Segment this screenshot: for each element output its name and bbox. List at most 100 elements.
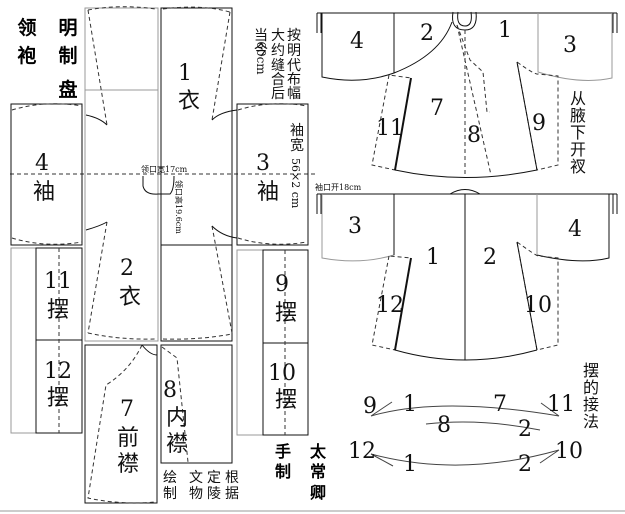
svg-text:盘: 盘 bbox=[58, 78, 77, 101]
svg-text:文: 文 bbox=[189, 470, 203, 486]
svg-text:袍: 袍 bbox=[17, 44, 36, 67]
back-label-12: 12 bbox=[376, 293, 404, 318]
svg-text:领: 领 bbox=[17, 16, 36, 39]
piece-2-number: 2 bbox=[120, 256, 134, 281]
front-label-2: 2 bbox=[420, 21, 434, 46]
joining-8: 8 bbox=[437, 413, 451, 438]
joining-2: 2 bbox=[518, 417, 532, 442]
piece-1-number: 1 bbox=[178, 61, 192, 86]
svg-text:绘: 绘 bbox=[163, 470, 177, 486]
piece-4-number: 4 bbox=[35, 151, 49, 176]
piece-11-name: 摆 bbox=[47, 298, 69, 323]
maker-credit: 太 常 卿 手 制 bbox=[275, 442, 327, 502]
piece-1-name: 衣 bbox=[178, 89, 200, 114]
inner-lapel-piece-8 bbox=[160, 344, 233, 464]
svg-text:袖: 袖 bbox=[290, 123, 304, 139]
svg-text:今: 今 bbox=[254, 43, 268, 59]
svg-text:根: 根 bbox=[225, 470, 239, 486]
svg-text:接: 接 bbox=[583, 395, 599, 414]
hem-joining-diagram bbox=[370, 401, 560, 467]
svg-text:布: 布 bbox=[287, 72, 301, 88]
piece-3-number: 3 bbox=[256, 151, 270, 176]
svg-text:明: 明 bbox=[58, 17, 77, 39]
svg-text:合: 合 bbox=[271, 72, 285, 88]
svg-text:陵: 陵 bbox=[207, 486, 221, 502]
piece-4-name: 袖 bbox=[33, 180, 55, 205]
side-slit-note: 从 腋 下 开 衩 bbox=[570, 89, 586, 176]
svg-text:当: 当 bbox=[254, 28, 268, 44]
back-label-3: 3 bbox=[348, 214, 362, 239]
svg-text:太: 太 bbox=[309, 442, 327, 461]
svg-text:定: 定 bbox=[207, 470, 221, 486]
collar-width-note: 领口宽17cm bbox=[141, 164, 188, 174]
svg-text:制: 制 bbox=[275, 462, 291, 481]
back-view-garment bbox=[316, 189, 618, 361]
collar-height-note: 领口高19.6cm bbox=[174, 180, 184, 234]
piece-12-number: 12 bbox=[44, 359, 72, 384]
piece-8-name: 内 bbox=[166, 406, 188, 431]
front-label-11: 11 bbox=[376, 116, 404, 141]
back-label-4: 4 bbox=[568, 217, 582, 242]
sleeve-piece-4 bbox=[10, 103, 83, 246]
joining-10: 10 bbox=[555, 439, 583, 464]
front-label-1: 1 bbox=[498, 18, 512, 43]
joining-2b: 2 bbox=[518, 452, 532, 477]
back-label-2: 2 bbox=[483, 245, 497, 270]
piece-3-name: 袖 bbox=[257, 180, 279, 205]
title: 领 袍 明 制 盘 bbox=[17, 16, 77, 101]
svg-text:按: 按 bbox=[287, 28, 301, 44]
svg-text:开: 开 bbox=[570, 140, 586, 159]
front-lapel-piece-7 bbox=[84, 344, 158, 504]
svg-text:襟: 襟 bbox=[166, 432, 188, 457]
svg-text:摆: 摆 bbox=[583, 361, 599, 380]
sleeve-width-note: 袖 宽 56×2 cm bbox=[289, 123, 304, 209]
hem-joining-title: 摆 的 接 法 bbox=[583, 361, 599, 431]
piece-11-number: 11 bbox=[44, 269, 72, 294]
svg-text:物: 物 bbox=[189, 486, 203, 502]
svg-text:的: 的 bbox=[583, 378, 599, 397]
svg-text:据: 据 bbox=[225, 486, 239, 502]
joining-1: 1 bbox=[403, 392, 417, 417]
piece-7-number: 7 bbox=[120, 397, 134, 422]
svg-text:襟: 襟 bbox=[117, 452, 139, 477]
piece-10-number: 10 bbox=[268, 361, 296, 386]
svg-text:后: 后 bbox=[271, 86, 285, 102]
sleeve-piece-3 bbox=[236, 103, 309, 246]
svg-text:常: 常 bbox=[310, 462, 326, 481]
cuff-note: 袖口开18cm bbox=[315, 182, 362, 192]
svg-text:约: 约 bbox=[271, 43, 285, 59]
svg-text:从: 从 bbox=[570, 89, 586, 108]
svg-text:腋: 腋 bbox=[570, 106, 586, 125]
piece-8-number: 8 bbox=[163, 378, 177, 403]
svg-text:幅: 幅 bbox=[287, 86, 301, 102]
joining-7: 7 bbox=[493, 392, 507, 417]
svg-text:56×2 cm: 56×2 cm bbox=[289, 158, 302, 209]
svg-text:法: 法 bbox=[583, 412, 599, 431]
front-label-4: 4 bbox=[350, 29, 364, 54]
front-label-9: 9 bbox=[532, 111, 546, 136]
joining-11: 11 bbox=[547, 392, 575, 417]
svg-text:下: 下 bbox=[570, 123, 586, 142]
front-view-garment bbox=[316, 11, 618, 178]
front-label-3: 3 bbox=[563, 33, 577, 58]
svg-text:衩: 衩 bbox=[570, 157, 586, 176]
back-label-1: 1 bbox=[426, 245, 440, 270]
svg-text:明: 明 bbox=[287, 43, 301, 59]
body-pieces bbox=[10, 6, 315, 342]
svg-text:宽: 宽 bbox=[290, 137, 304, 154]
piece-7-name: 前 bbox=[117, 426, 139, 451]
svg-text:缝: 缝 bbox=[271, 58, 285, 74]
svg-text:制: 制 bbox=[58, 44, 77, 67]
piece-2-name: 衣 bbox=[119, 285, 141, 310]
svg-text:60cm: 60cm bbox=[254, 41, 268, 75]
hem-pieces-11-12 bbox=[10, 247, 83, 434]
joining-1b: 1 bbox=[403, 452, 417, 477]
svg-text:制: 制 bbox=[163, 486, 177, 502]
source-note: 根据 定陵 文物 绘制 bbox=[163, 470, 239, 502]
piece-12-name: 摆 bbox=[47, 386, 69, 411]
front-label-8: 8 bbox=[467, 123, 481, 148]
piece-9-number: 9 bbox=[275, 272, 289, 297]
joining-9: 9 bbox=[363, 394, 377, 419]
